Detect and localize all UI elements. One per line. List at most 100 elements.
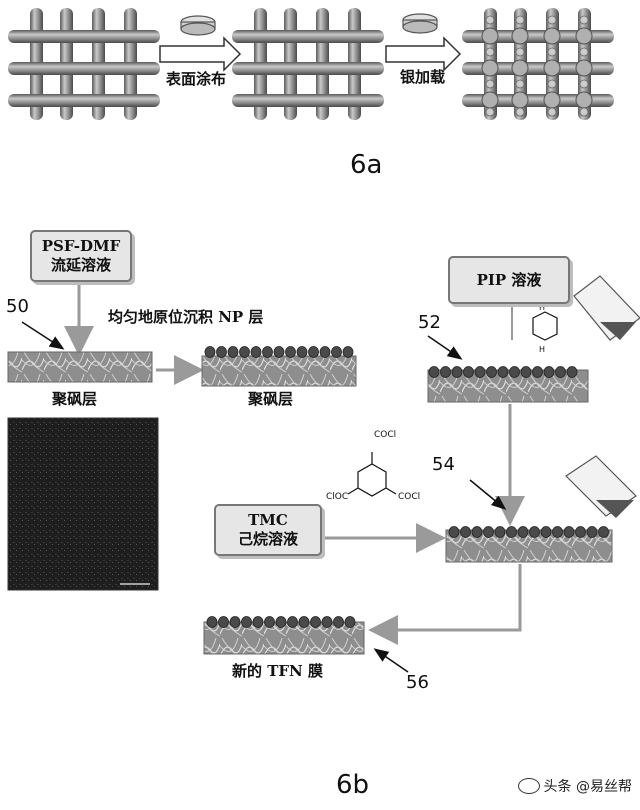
silver-particle xyxy=(575,91,593,109)
nanoparticle xyxy=(543,366,555,378)
rod xyxy=(8,94,160,107)
nanoparticle xyxy=(250,346,262,358)
watermark-logo-icon xyxy=(517,778,540,794)
watermark-text: 头条 @易丝帮 xyxy=(543,779,632,795)
nanoparticle xyxy=(241,616,252,628)
step-label-silver-loading: 银加载 xyxy=(400,68,446,86)
nanoparticle xyxy=(252,616,264,628)
silver-particle xyxy=(511,27,529,45)
nanoparticle xyxy=(227,346,239,358)
nanoparticle xyxy=(321,616,333,628)
nanoparticle xyxy=(555,366,566,378)
step-label-surface-coating: 表面涂布 xyxy=(166,70,227,88)
petri-dish-icon xyxy=(402,13,438,34)
ref-number-50: 50 xyxy=(6,296,29,317)
rod xyxy=(232,62,384,75)
rod-mesh-plain xyxy=(8,8,160,120)
nanoparticle xyxy=(428,366,440,378)
nanoparticle-row xyxy=(206,616,356,628)
nanoparticle xyxy=(310,616,321,628)
nanoparticle xyxy=(285,346,296,358)
figure-caption-6b: 6b xyxy=(336,770,370,800)
silver-particle xyxy=(481,59,499,77)
pointer-arrow xyxy=(373,648,409,673)
pip-solution-box: PIP 溶液 xyxy=(448,256,570,304)
silver-particle xyxy=(515,47,525,57)
silver-particle xyxy=(579,79,589,89)
silver-particle xyxy=(481,27,499,45)
nanoparticle xyxy=(206,616,218,628)
pointer-arrow xyxy=(469,479,507,510)
nanoparticle xyxy=(262,346,273,358)
nanoparticle xyxy=(586,526,598,538)
layer-label-right: 聚砜层 xyxy=(248,390,294,408)
rod xyxy=(232,30,384,43)
nanoparticle xyxy=(517,526,529,538)
figure-caption-6a: 6a xyxy=(350,150,383,180)
nanoparticle xyxy=(575,526,586,538)
nanoparticle xyxy=(440,366,451,378)
molecule-group-label: COCl xyxy=(398,492,421,502)
svg-text:H: H xyxy=(539,303,545,312)
pointer-arrow xyxy=(427,335,463,360)
polysulfone-layer xyxy=(7,351,153,383)
nanoparticle xyxy=(275,616,287,628)
box-title: PIP 溶液 xyxy=(476,270,542,289)
box-subtitle: 流延溶液 xyxy=(50,256,111,274)
nanoparticle xyxy=(204,346,216,358)
watermark: 头条 @易丝帮 xyxy=(517,776,632,796)
flow-arrow xyxy=(368,564,522,645)
nanoparticle xyxy=(529,526,540,538)
nanoparticle xyxy=(308,346,319,358)
pointer-arrow xyxy=(21,321,65,350)
silver-particle xyxy=(547,47,557,57)
silver-particle xyxy=(579,47,589,57)
nanoparticle xyxy=(474,366,486,378)
process-arrow xyxy=(159,36,242,72)
nanoparticle xyxy=(552,526,563,538)
nanoparticle xyxy=(273,346,285,358)
process-arrow xyxy=(385,36,462,72)
pouring-beaker-icon xyxy=(573,275,640,341)
nanoparticle xyxy=(331,346,342,358)
molecule-group-label: COCl xyxy=(374,430,397,440)
silver-particle xyxy=(547,79,557,89)
nanoparticle xyxy=(483,526,494,538)
silver-particle xyxy=(485,15,495,25)
rod-mesh-silver-loaded xyxy=(462,8,614,120)
interfacial-membrane xyxy=(445,529,613,563)
nanoparticle xyxy=(264,616,275,628)
nanoparticle xyxy=(218,616,229,628)
nanoparticle-row xyxy=(448,526,609,538)
nanoparticle xyxy=(520,366,532,378)
silver-particle xyxy=(579,107,589,117)
nanoparticle xyxy=(287,616,298,628)
silver-particle xyxy=(543,59,561,77)
silver-particle xyxy=(481,91,499,109)
nanoparticle xyxy=(563,526,575,538)
nanoparticle xyxy=(471,526,483,538)
box-title: PSF-DMF xyxy=(41,237,121,255)
tmc-molecule-icon xyxy=(347,452,397,497)
nanoparticle xyxy=(333,616,344,628)
rod xyxy=(232,94,384,107)
deposition-label: 均匀地原位沉积 NP 层 xyxy=(108,308,264,326)
silver-particle xyxy=(575,27,593,45)
nanoparticle xyxy=(506,526,517,538)
nanoparticle xyxy=(229,616,241,628)
nanoparticle xyxy=(486,366,497,378)
silver-particle xyxy=(543,27,561,45)
nanoparticle xyxy=(239,346,250,358)
pouring-beaker-icon xyxy=(565,455,637,518)
nanoparticle xyxy=(494,526,506,538)
nanoparticle xyxy=(296,346,308,358)
nanoparticle xyxy=(463,366,474,378)
ref-number-52: 52 xyxy=(418,312,441,333)
nanoparticle xyxy=(460,526,471,538)
nanoparticle xyxy=(598,526,609,538)
silver-particle xyxy=(485,107,495,117)
psf-dmf-solution-box: PSF-DMF 流延溶液 xyxy=(30,230,132,282)
rod xyxy=(8,62,160,75)
nanoparticle xyxy=(532,366,543,378)
